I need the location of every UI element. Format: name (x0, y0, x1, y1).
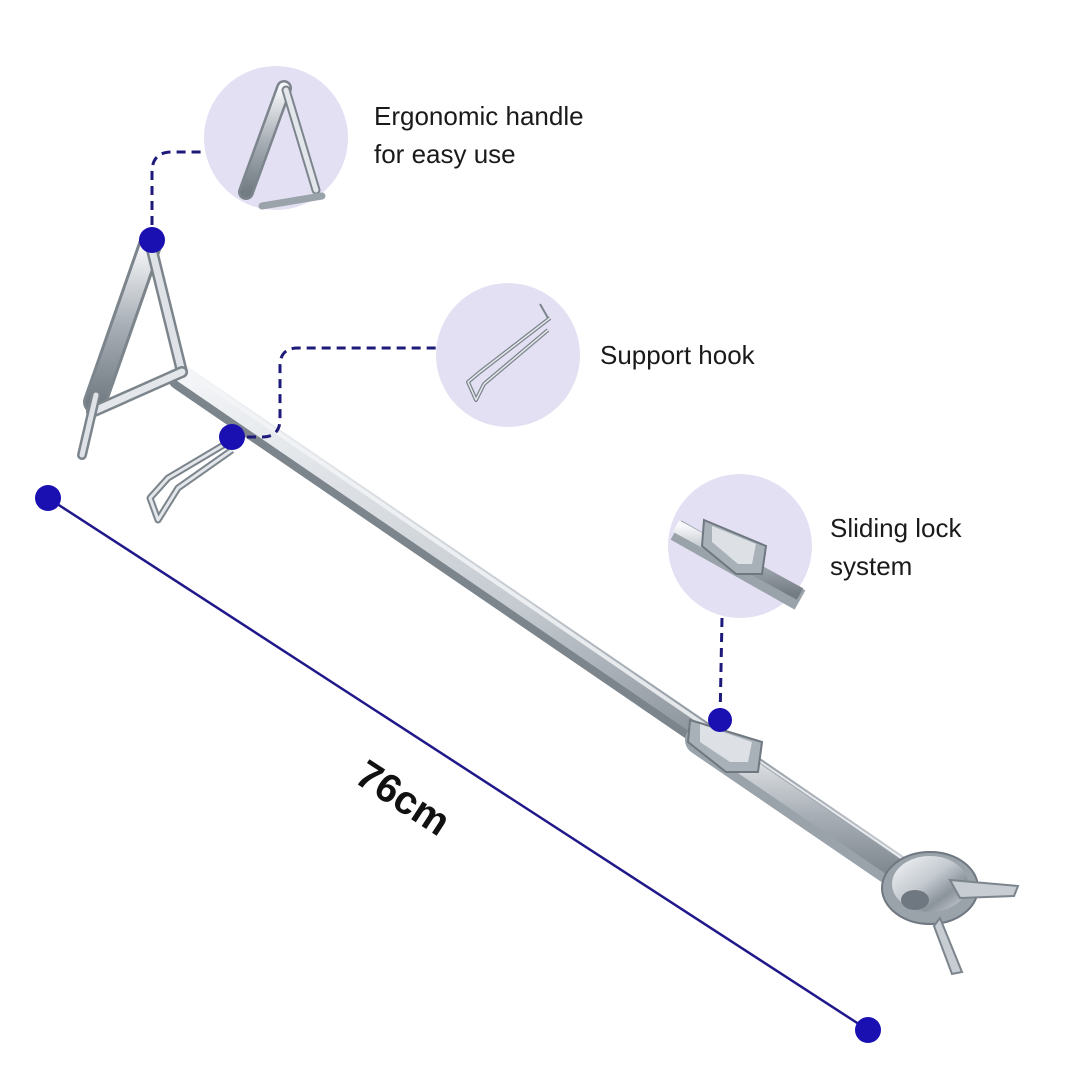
triangle-handle (77, 233, 188, 460)
dimension-line (47, 496, 869, 1032)
sliding-lock (686, 718, 764, 773)
dimension-start-marker (35, 485, 61, 511)
handle-label-line-1: Ergonomic handle (374, 101, 584, 131)
callout-hook (219, 283, 580, 450)
triangle-handle-closeup-icon (238, 80, 326, 210)
leader-line-handle (150, 150, 210, 240)
tool-illustration (77, 233, 1020, 976)
handle-label-line-2: for easy use (374, 139, 516, 169)
dimension-indicator (35, 485, 881, 1043)
end-clamp (881, 851, 1020, 976)
callout-lock (668, 474, 812, 732)
lock-callout-label: Sliding lock system (830, 509, 962, 585)
hook-closeup-icon (466, 303, 552, 402)
handle-marker (139, 227, 165, 253)
lock-marker (708, 708, 732, 732)
handle-callout-label: Ergonomic handle for easy use (374, 97, 584, 173)
sliding-lock-closeup-icon (670, 518, 806, 610)
support-hook (146, 436, 235, 524)
hook-closeup-circle (436, 283, 580, 427)
callout-handle (139, 66, 348, 253)
lock-label-line-1: Sliding lock (830, 513, 962, 543)
hook-callout-label: Support hook (600, 336, 755, 374)
lock-label-line-2: system (830, 551, 913, 581)
leader-line-lock (718, 617, 724, 721)
hook-label-line-1: Support hook (600, 340, 755, 370)
hook-marker (219, 424, 245, 450)
leader-line-hook (232, 346, 438, 439)
dimension-end-marker (855, 1017, 881, 1043)
